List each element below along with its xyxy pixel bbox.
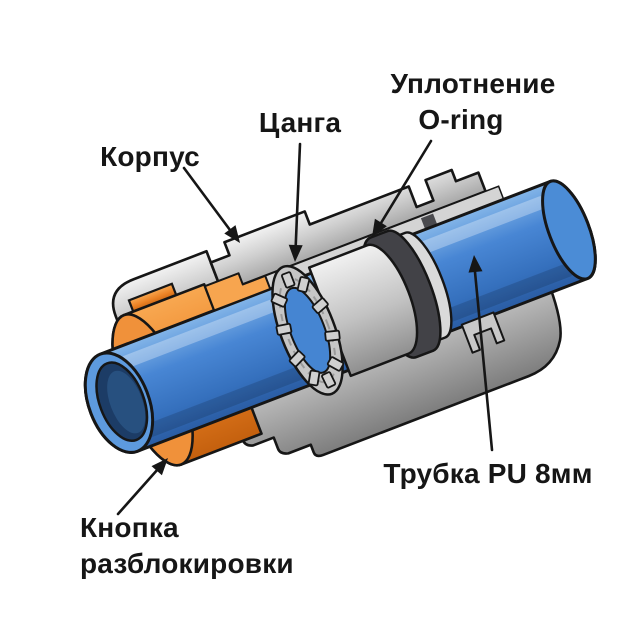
collet-bore-tube [283, 286, 332, 374]
callout-body [182, 166, 240, 243]
body-top-shell [209, 168, 487, 294]
callout-collet [288, 142, 303, 262]
collet [270, 264, 345, 396]
guide-sleeve [307, 243, 419, 378]
label-release-line1: Кнопка [80, 512, 179, 543]
release-button-neck-cut [203, 272, 272, 312]
label-oring-line1: Уплотнение [391, 68, 556, 99]
callout-release-button [116, 458, 168, 516]
body-notch-tab [460, 311, 506, 354]
collet-teeth [270, 271, 345, 389]
body-callout-arrowhead [224, 225, 240, 243]
collet-callout-arrowhead [288, 244, 303, 262]
callout-tube [468, 255, 494, 452]
fitting-assembly [83, 168, 597, 467]
label-collet: Цанга [259, 107, 341, 138]
collet-callout-line [294, 142, 302, 248]
callout-oring [372, 139, 433, 237]
label-oring-line2: O-ring [418, 104, 503, 135]
tube-bore-shading [107, 370, 146, 434]
oring-callout-line [379, 139, 433, 225]
label-release-line2: разблокировки [80, 548, 294, 579]
label-body: Корпус [100, 141, 200, 172]
label-tube: Трубка PU 8мм [383, 458, 592, 489]
release-callout-arrowhead [151, 458, 168, 476]
tube-callout-arrowhead [468, 255, 483, 273]
body-callout-line [182, 166, 232, 232]
tube-callout-line [473, 270, 494, 452]
release-callout-line [116, 467, 160, 516]
tube-rear-end [541, 179, 597, 281]
oring-callout-arrowhead [372, 218, 387, 237]
